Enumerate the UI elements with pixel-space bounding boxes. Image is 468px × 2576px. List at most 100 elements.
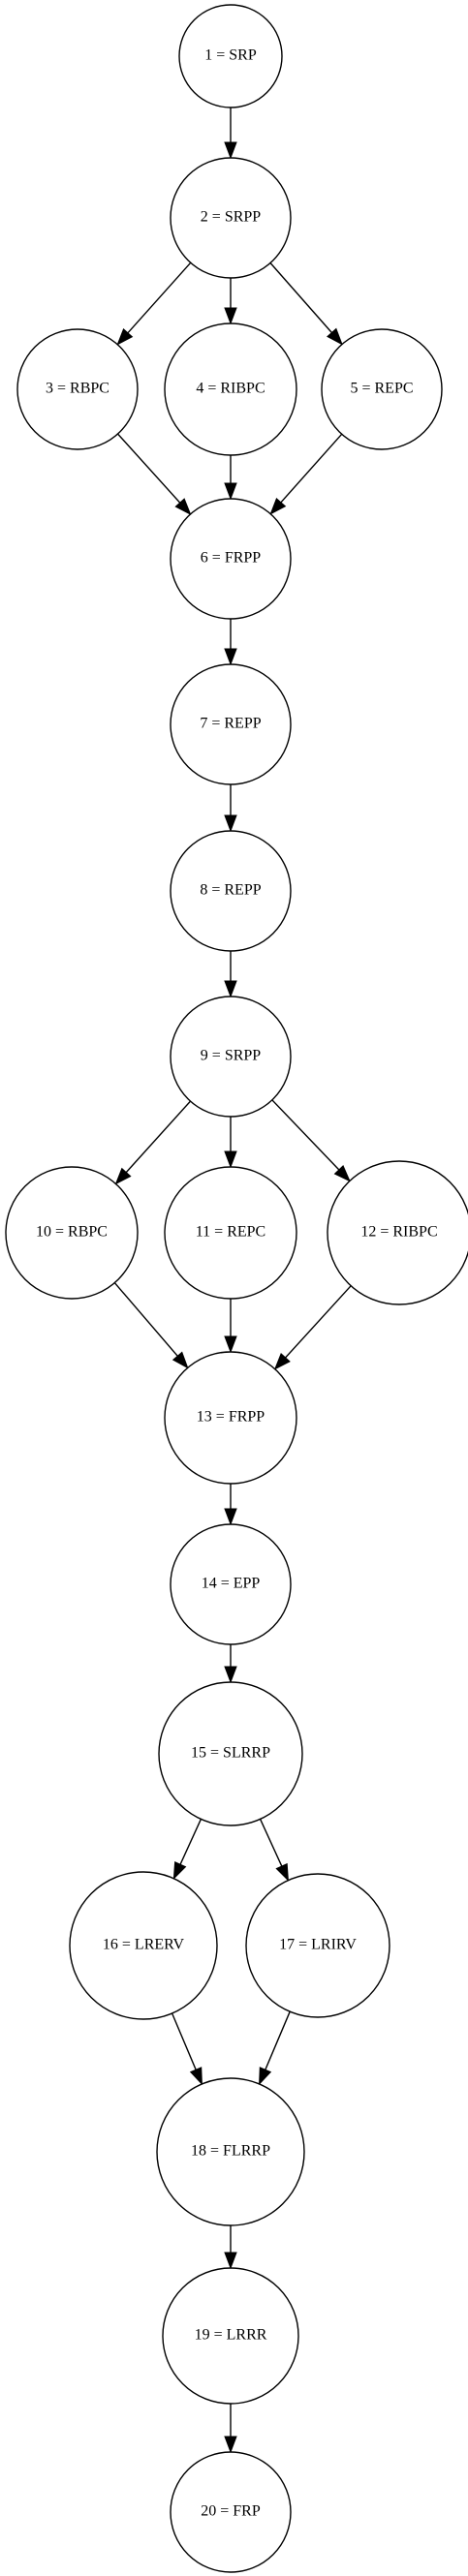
node-circle — [158, 1681, 303, 1826]
arrowhead-icon — [224, 1335, 237, 1354]
node-18: 18 = FLRRP — [156, 2077, 305, 2226]
edge-1-to-2 — [224, 107, 237, 160]
node-19: 19 = LRRR — [162, 2267, 299, 2405]
arrowhead-icon — [224, 814, 237, 833]
node-label: 14 = EPP — [202, 1576, 261, 1592]
edge-line — [269, 262, 332, 333]
node-label: 4 = RIBPC — [196, 381, 265, 397]
node-circle — [164, 322, 297, 456]
node-circle — [245, 1873, 390, 2018]
edge-17-to-18 — [259, 2010, 291, 2086]
node-label: 17 = LRIRV — [279, 1937, 357, 1953]
arrowhead-icon — [224, 648, 237, 666]
edge-16-to-18 — [171, 2012, 203, 2086]
arrowhead-icon — [224, 2436, 237, 2454]
node-15: 15 = SLRRP — [158, 1681, 303, 1826]
edge-15-to-17 — [259, 1819, 289, 1882]
edge-4-to-6 — [224, 455, 237, 501]
arrowhead-icon — [224, 482, 237, 501]
arrowhead-icon — [259, 2067, 272, 2086]
node-circle — [164, 1351, 297, 1485]
node-13: 13 = FRPP — [164, 1351, 297, 1485]
node-label: 2 = SRPP — [201, 209, 261, 226]
node-label: 6 = FRPP — [201, 550, 261, 567]
node-8: 8 = REPP — [170, 830, 292, 952]
node-11: 11 = REPC — [164, 1166, 297, 1300]
edge-10-to-13 — [113, 1282, 189, 1369]
arrowhead-icon — [273, 1353, 291, 1370]
edge-12-to-13 — [273, 1285, 352, 1370]
node-label: 18 = FLRRP — [191, 2143, 270, 2160]
node-circle — [156, 2077, 305, 2226]
edge-8-to-9 — [224, 951, 237, 998]
edge-15-to-16 — [172, 1819, 203, 1881]
edge-3-to-6 — [116, 433, 192, 516]
node-circle — [164, 1166, 297, 1300]
edge-7-to-8 — [224, 784, 237, 833]
node-label: 5 = REPC — [350, 381, 413, 397]
edge-line — [116, 433, 181, 504]
edge-13-to-14 — [224, 1484, 237, 1526]
node-circle — [170, 663, 292, 785]
node-circle — [170, 2451, 292, 2573]
arrowhead-icon — [224, 1508, 237, 1526]
node-label: 8 = REPP — [200, 882, 261, 899]
node-circle — [321, 328, 443, 450]
edge-14-to-15 — [224, 1644, 237, 1684]
node-circle — [170, 498, 292, 620]
nodes-layer: 1 = SRP 2 = SRPP 3 = RBPC 4 = RIBPC 5 = REPC… — [5, 4, 468, 2573]
node-circle — [170, 830, 292, 952]
node-12: 12 = RIBPC — [327, 1160, 468, 1305]
node-1: 1 = SRP — [178, 4, 283, 108]
edge-line — [280, 433, 343, 504]
edges-layer — [113, 107, 352, 2454]
node-16: 16 = LRERV — [69, 1871, 218, 2020]
arrowhead-icon — [174, 498, 192, 516]
node-label: 7 = REPP — [200, 716, 261, 732]
edge-18-to-19 — [224, 2225, 237, 2270]
node-circle — [16, 328, 139, 450]
arrowhead-icon — [116, 327, 134, 346]
node-14: 14 = EPP — [170, 1523, 292, 1645]
arrowhead-icon — [224, 1666, 237, 1684]
node-circle — [170, 996, 292, 1118]
node-label: 16 = LRERV — [103, 1937, 185, 1953]
edge-line — [179, 1819, 203, 1865]
arrowhead-icon — [275, 1862, 289, 1882]
arrowhead-icon — [114, 1167, 132, 1185]
node-circle — [327, 1160, 468, 1305]
edge-9-to-10 — [114, 1100, 192, 1185]
node-6: 6 = FRPP — [170, 498, 292, 620]
edge-line — [285, 1285, 352, 1359]
arrowhead-icon — [269, 497, 287, 515]
edge-line — [271, 1099, 340, 1171]
node-circle — [170, 157, 292, 279]
edge-2-to-3 — [116, 261, 192, 346]
edge-2-to-4 — [224, 278, 237, 325]
edge-line — [127, 261, 192, 334]
edge-line — [125, 1100, 192, 1174]
node-label: 1 = SRP — [204, 47, 257, 64]
edge-9-to-12 — [271, 1099, 351, 1182]
edge-9-to-11 — [224, 1117, 237, 1169]
node-3: 3 = RBPC — [16, 328, 139, 450]
arrowhead-icon — [224, 980, 237, 998]
node-label: 13 = FRPP — [197, 1409, 265, 1426]
node-circle — [69, 1871, 218, 2020]
edge-2-to-5 — [269, 262, 343, 346]
node-circle — [178, 4, 283, 108]
node-label: 15 = SLRRP — [191, 1745, 270, 1762]
edge-19-to-20 — [224, 2404, 237, 2454]
node-label: 10 = RBPC — [36, 1224, 108, 1241]
node-circle — [5, 1166, 139, 1300]
node-label: 11 = REPC — [196, 1224, 265, 1241]
node-5: 5 = REPC — [321, 328, 443, 450]
edge-line — [265, 2010, 291, 2070]
node-label: 20 = FRP — [201, 2503, 261, 2520]
edge-11-to-13 — [224, 1299, 237, 1354]
node-10: 10 = RBPC — [5, 1166, 139, 1300]
edge-line — [259, 1819, 283, 1867]
node-label: 3 = RBPC — [46, 381, 109, 397]
arrowhead-icon — [172, 1351, 189, 1369]
